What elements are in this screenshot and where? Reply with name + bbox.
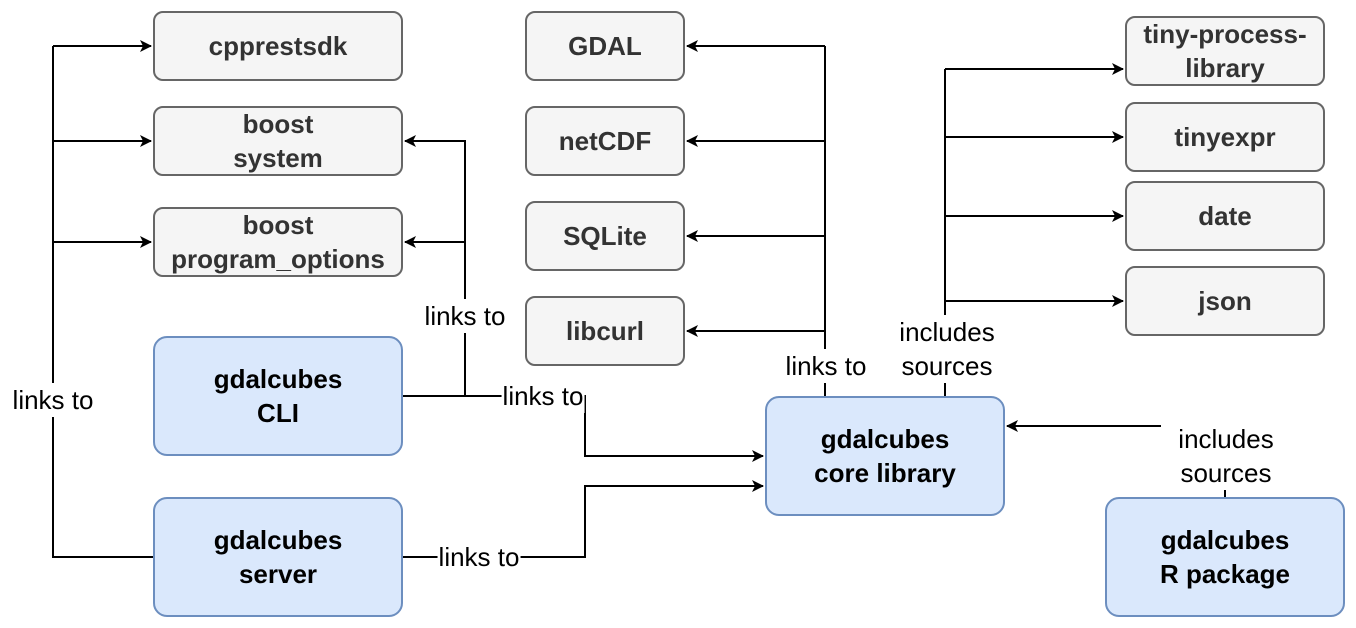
- node-boost-system: boost system: [153, 106, 403, 176]
- edge-cli-boost-system: [403, 135, 466, 397]
- label-server-links-to: links to: [11, 383, 95, 417]
- label-core-includes-sources: includes sources: [898, 315, 996, 383]
- node-gdalcubes-r-package: gdalcubes R package: [1105, 497, 1345, 617]
- label-server-core-links-to: links to: [437, 540, 521, 574]
- label-r-includes-sources: includes sources: [1161, 422, 1291, 490]
- label-cli-core-links-to: links to: [501, 379, 585, 413]
- node-gdalcubes-core-library: gdalcubes core library: [765, 396, 1005, 516]
- node-gdalcubes-cli: gdalcubes CLI: [153, 336, 403, 456]
- edge-server-trunk: [52, 46, 153, 558]
- node-json: json: [1125, 266, 1325, 336]
- node-libcurl: libcurl: [525, 296, 685, 366]
- label-core-deps-links-to: links to: [784, 349, 868, 383]
- node-gdalcubes-server: gdalcubes server: [153, 497, 403, 617]
- node-tinyexpr: tinyexpr: [1125, 102, 1325, 172]
- node-sqlite: SQLite: [525, 201, 685, 271]
- node-gdal: GDAL: [525, 11, 685, 81]
- node-boost-program-options: boost program_options: [153, 207, 403, 277]
- node-date: date: [1125, 181, 1325, 251]
- label-cli-boost-links-to: links to: [423, 299, 507, 333]
- node-cpprestsdk: cpprestsdk: [153, 11, 403, 81]
- node-netcdf: netCDF: [525, 106, 685, 176]
- node-tiny-process-library: tiny-process- library: [1125, 16, 1325, 86]
